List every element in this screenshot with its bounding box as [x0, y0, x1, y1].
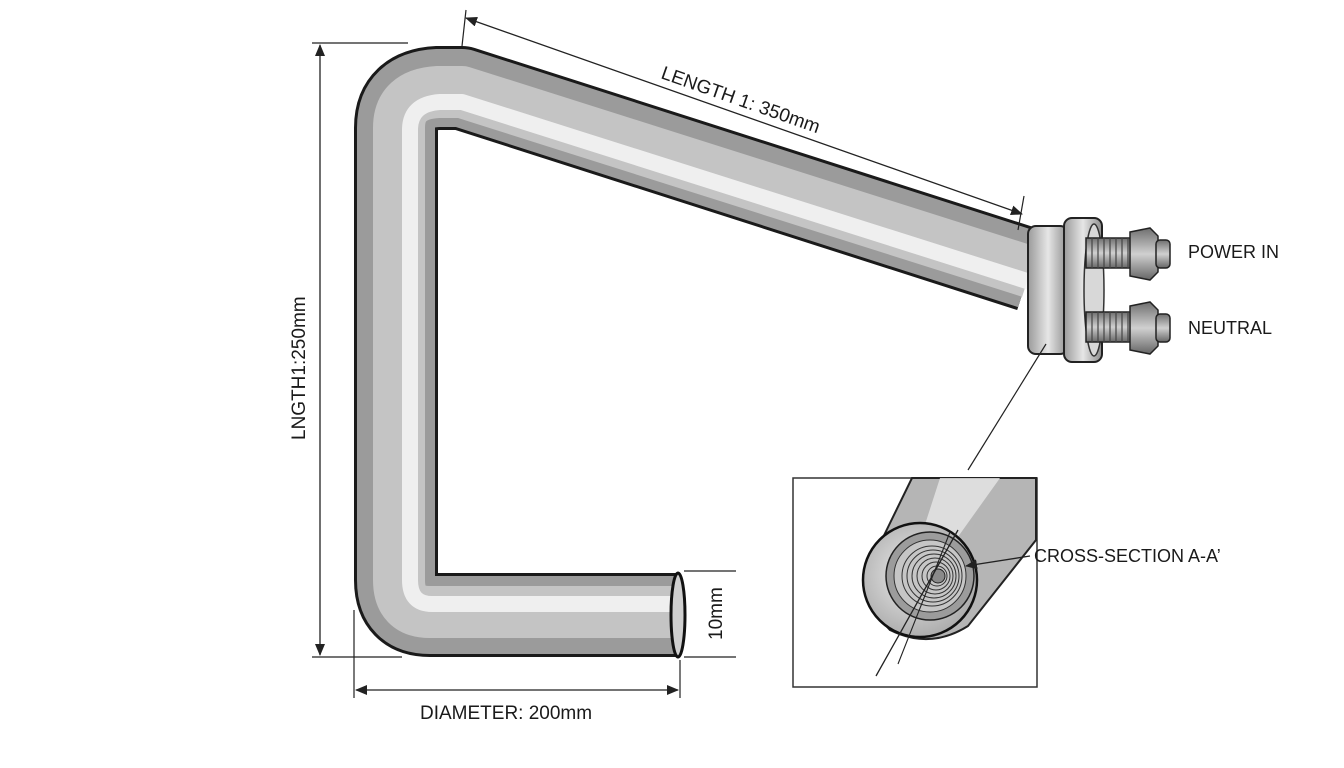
- detail-coil: [901, 545, 963, 607]
- stud-power-in: [1085, 227, 1171, 281]
- section-line: [897, 531, 951, 665]
- tube-highlight: [402, 94, 1033, 612]
- label-power-in: POWER IN: [1188, 242, 1279, 262]
- flange-back: [1027, 225, 1069, 355]
- terminal-block: [1027, 217, 1171, 363]
- cross-section-detail: [792, 477, 1038, 688]
- extension-line: [461, 9, 467, 47]
- label-neutral: NEUTRAL: [1188, 318, 1272, 338]
- tube-midtone: [373, 66, 1038, 638]
- hex-nut: [1129, 301, 1159, 355]
- dimension-length-vertical: LNGTH1:250mm: [289, 42, 408, 658]
- dimension-label: LNGTH1:250mm: [289, 296, 310, 440]
- detail-insulation-inner: [893, 539, 967, 613]
- heating-tube: [354, 46, 1043, 659]
- stud-tip: [1155, 239, 1171, 269]
- dimension-label: 10mm: [706, 587, 727, 640]
- stud-tip: [1155, 313, 1171, 343]
- cross-section-leader: [965, 555, 1031, 570]
- hex-nut: [1129, 227, 1159, 281]
- label-cross-section: CROSS-SECTION A-A’: [1034, 546, 1221, 566]
- detail-leader-line: [967, 343, 1047, 471]
- section-line: [875, 529, 959, 677]
- stud-neutral: [1085, 301, 1171, 355]
- dimension-line: [465, 16, 1023, 216]
- tube-open-end: [669, 571, 687, 659]
- dimension-diameter: DIAMETER: 200mm: [353, 610, 681, 724]
- dimension-label: DIAMETER: 200mm: [420, 703, 592, 724]
- dimension-tube-diameter: 10mm: [684, 570, 736, 658]
